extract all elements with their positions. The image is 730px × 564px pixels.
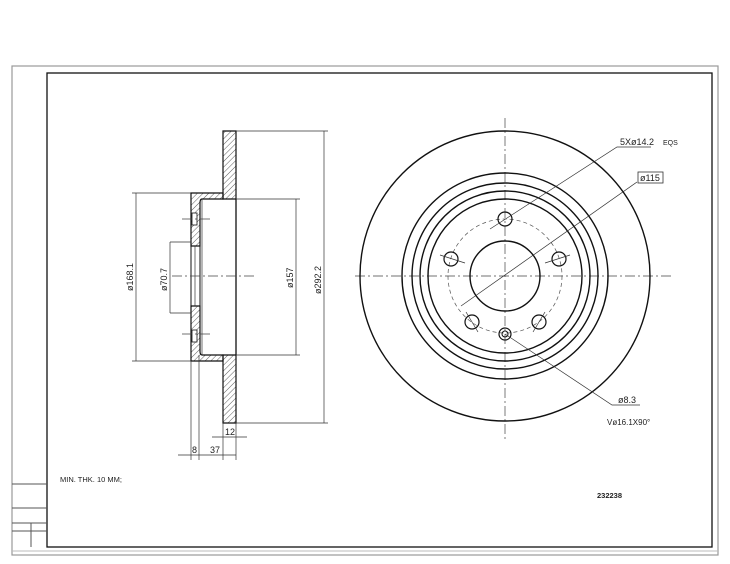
small-hole: [498, 327, 512, 341]
dim-label: 8: [192, 445, 197, 455]
center-bore: [469, 240, 541, 312]
disc-flange-lower: [222, 354, 237, 424]
dim-label: 37: [210, 445, 220, 455]
dim-thickness: 12: [212, 423, 247, 460]
dim-d-inner: ø157: [236, 198, 300, 356]
drawing-frame: [11, 65, 719, 556]
hat-section-upper: [190, 192, 224, 247]
dim-hat-wall-height: 8 37: [178, 355, 236, 460]
min-thickness-note: MIN. THK. 10 MM;: [60, 475, 122, 484]
dim-d-hat: ø168.1: [125, 192, 191, 362]
dim-label: ø70.7: [159, 268, 169, 291]
dim-label: 12: [225, 427, 235, 437]
dim-label: ø168.1: [125, 263, 135, 291]
dim-label: ø157: [285, 267, 295, 288]
bolt-holes: [439, 211, 571, 333]
dim-label: ø292.2: [313, 266, 323, 294]
section-view: ø292.2 ø168.1 ø70.7 ø157 12: [125, 130, 328, 460]
outer-edge: [359, 130, 651, 422]
small-hole-label: ø8.3: [618, 395, 636, 405]
eqs-label: EQS: [663, 140, 678, 147]
bolt-holes-label: 5Xø14.2: [620, 137, 654, 147]
front-view: 5Xø14.2 EQS ø115 ø8.3 Vø16.1X90°: [355, 118, 678, 440]
dim-d-center-bore: ø70.7: [159, 241, 191, 314]
part-number: 232238: [597, 491, 622, 500]
bolt-circle-label: ø115: [640, 173, 660, 183]
disc-flange-upper: [222, 130, 237, 200]
hat-section-lower: [190, 305, 224, 362]
countersink-label: Vø16.1X90°: [607, 418, 650, 427]
dim-d-outer: ø292.2: [236, 130, 328, 424]
